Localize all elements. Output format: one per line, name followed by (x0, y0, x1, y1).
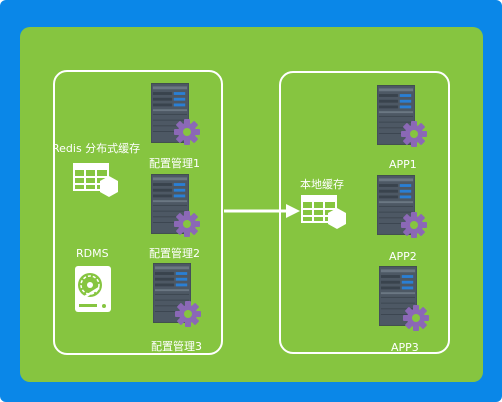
hard-drive-icon (75, 266, 111, 312)
gear-icon (400, 211, 428, 239)
arrow-icon (224, 204, 300, 218)
rdms-label: RDMS (76, 247, 109, 260)
app-label-2: APP2 (389, 250, 417, 263)
server-label-3: 配置管理3 (151, 340, 202, 353)
gear-icon (402, 304, 430, 332)
app-label-1: APP1 (389, 158, 417, 171)
gear-icon (173, 118, 201, 146)
app-label-3: APP3 (391, 341, 419, 354)
left-group-box (53, 70, 223, 355)
server-label-1: 配置管理1 (149, 157, 200, 170)
gear-icon (174, 300, 202, 328)
gear-icon (173, 210, 201, 238)
gear-icon (400, 120, 428, 148)
table-icon (301, 195, 351, 235)
local-cache-label: 本地缓存 (300, 178, 344, 191)
server-label-2: 配置管理2 (149, 247, 200, 260)
redis-label: Redis 分布式缓存 (52, 142, 141, 155)
table-icon (73, 163, 123, 203)
